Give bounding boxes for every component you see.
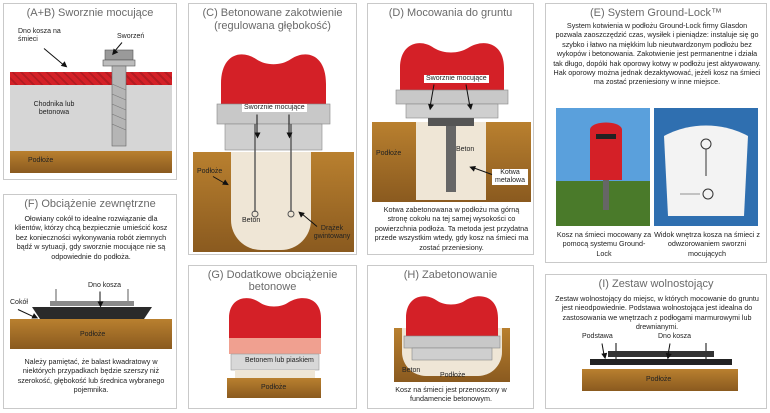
panel-c-title-line1: (C) Betonowane zakotwienie xyxy=(202,7,343,19)
panel-c: (C) Betonowane zakotwienie (regulowana g… xyxy=(188,3,357,255)
panel-d-title: (D) Mocowania do gruntu xyxy=(388,7,513,19)
g-label-concrete: Betonem lub piaskiem xyxy=(245,357,314,364)
c-label-pin: Drążek gwintowany xyxy=(313,225,351,240)
e-description: System kotwienia w podłożu Ground-Lock f… xyxy=(553,21,761,87)
c-label-bolts: Sworznie mocujące xyxy=(242,104,307,112)
panel-ab-title: (A+B) Sworznie mocujące xyxy=(26,7,154,19)
c-label-concrete: Beton xyxy=(242,217,261,224)
panel-d: (D) Mocowania do gruntu Sworznie mocując… xyxy=(367,3,534,255)
i-label-bottom: Dno kosza xyxy=(658,333,692,340)
ab-label-bolt: Sworzeń xyxy=(117,33,145,40)
h-label-concrete: Beton xyxy=(402,367,421,374)
i-label-base: Podstawa xyxy=(582,333,613,340)
e-photo-right xyxy=(654,108,758,226)
d-metal-anchor-icon xyxy=(428,118,474,192)
ab-bolt-icon xyxy=(102,49,136,147)
h-label-ground: Podłoże xyxy=(440,372,466,379)
f-label-ground: Podłoże xyxy=(80,331,106,338)
panel-f-title: (F) Obciążenie zewnętrzne xyxy=(24,198,156,210)
ab-label-bottom: Dno kosza na śmieci xyxy=(18,28,61,43)
i-ground xyxy=(582,369,738,391)
g-bin-illustration xyxy=(229,298,321,382)
ab-label-ground: Podłoże xyxy=(28,157,54,164)
e-caption-left: Kosz na śmieci mocowany za pomocą system… xyxy=(556,230,652,258)
i-freestanding-base-illustration xyxy=(590,343,732,365)
f-note: Należy pamiętać, że balast kwadratowy w … xyxy=(17,357,165,395)
c-concrete xyxy=(231,152,311,250)
g-ground xyxy=(227,378,321,398)
ab-arrow-bottom xyxy=(43,48,66,67)
f-arrow-bottom xyxy=(99,291,101,306)
c-arrow-bolt-right xyxy=(288,114,290,137)
panel-h-title: (H) Zabetonowanie xyxy=(403,269,498,281)
f-label-plinth: Cokół xyxy=(10,299,28,306)
panel-c-title-line2: (regulowana głębokość) xyxy=(214,20,331,32)
panel-f: (F) Obciążenie zewnętrzne Ołowiany cokół… xyxy=(3,194,177,409)
h-description: Kosz na śmieci jest przenoszony w fundam… xyxy=(395,385,507,404)
ab-bin-base-red xyxy=(10,72,172,85)
panel-g: (G) Dodatkowe obciążenie betonowe Betone… xyxy=(188,265,357,409)
ab-pavement xyxy=(10,85,172,151)
i-label-ground: Podłoże xyxy=(646,376,672,383)
e-photo-left xyxy=(556,108,650,226)
panel-i-title: (I) Zestaw wolnostojący xyxy=(598,278,714,290)
f-plinth-illustration xyxy=(32,289,152,319)
c-arrow-bolt-left xyxy=(256,114,258,137)
e-bin-interior-icon xyxy=(664,125,748,216)
panel-e-title: (E) System Ground-Lock™ xyxy=(589,7,723,19)
i-description: Zestaw wolnostojący do miejsc, w których… xyxy=(555,294,759,332)
ab-ground xyxy=(10,151,172,173)
d-label-ground: Podłoże xyxy=(376,150,402,157)
f-ground xyxy=(10,319,172,349)
ab-label-pavement: Chodnika lub betonowa xyxy=(33,101,75,116)
d-description: Kotwa zabetonowana w podłożu ma górną st… xyxy=(374,205,529,252)
h-bin-illustration xyxy=(403,296,501,361)
d-label-anchor: Kotwa metalowa xyxy=(492,169,528,185)
panel-g-title: (G) Dodatkowe obciążenie betonowe xyxy=(207,269,338,293)
f-label-bottom: Dno kosza xyxy=(88,282,122,289)
d-label-bolts: Sworznie mocujące xyxy=(424,75,489,83)
d-bin-illustration xyxy=(395,43,509,119)
e-caption-right: Widok wnętrza kosza na śmieci z odwzorow… xyxy=(654,230,760,258)
c-threaded-rods xyxy=(251,124,295,218)
d-label-concrete: Beton xyxy=(456,146,475,153)
f-description: Ołowiany cokół to idealne rozwiązanie dl… xyxy=(14,214,168,261)
e-bin-photo-icon xyxy=(590,122,622,210)
g-label-ground: Podłoże xyxy=(261,384,287,391)
panel-h: (H) Zabetonowanie Beton Podłoże Kosz na … xyxy=(367,265,534,409)
panel-i: (I) Zestaw wolnostojący Zestaw wolnostoj… xyxy=(545,274,767,409)
c-label-ground: Podłoże xyxy=(197,168,223,175)
panel-ab: (A+B) Sworznie mocujące Dno kosza na śmi… xyxy=(3,3,177,180)
panel-e: (E) System Ground-Lock™ System kotwienia… xyxy=(545,3,767,263)
